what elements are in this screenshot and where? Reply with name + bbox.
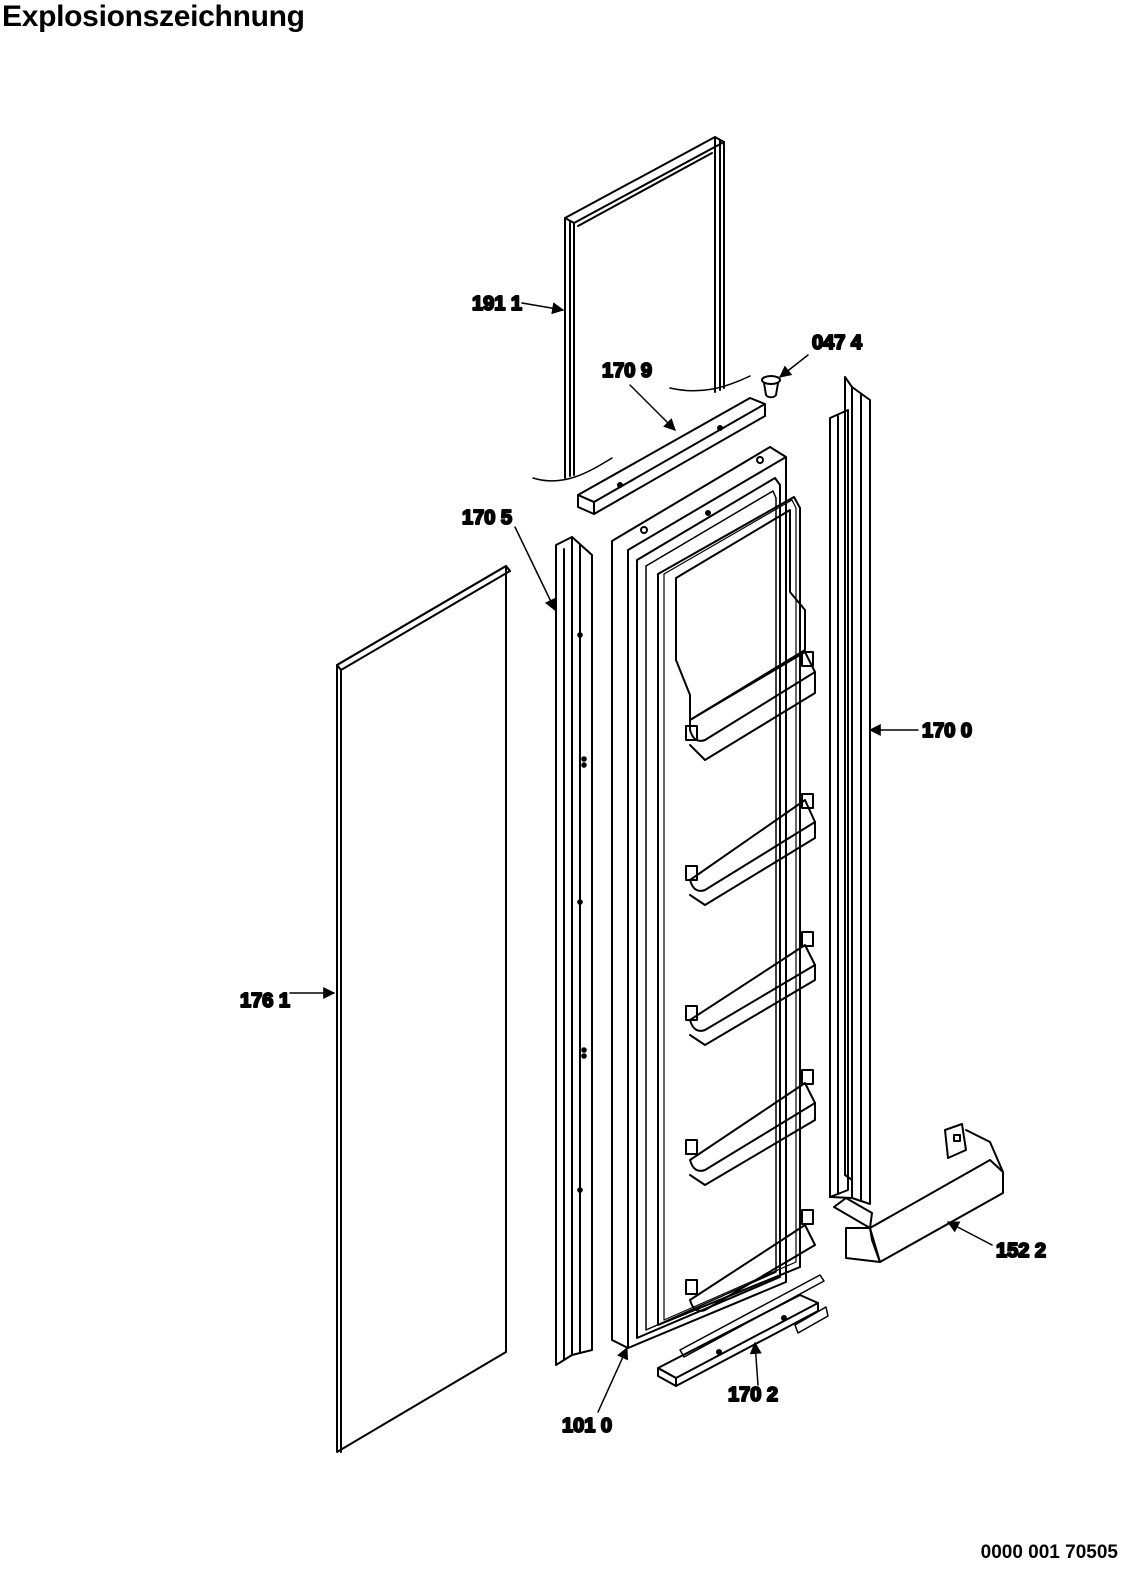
document-number: 0000 001 70505 [980, 1542, 1118, 1563]
label-170-0: 170 0 [922, 720, 972, 742]
part-170-0-side-profile [829, 376, 871, 1205]
part-176-1-front-panel [336, 565, 511, 1453]
part-101-0-door-liner [611, 446, 816, 1349]
label-101-0: 101 0 [562, 1415, 612, 1437]
label-170-9: 170 9 [602, 360, 652, 382]
part-170-9-top-strip [577, 397, 766, 515]
label-170-5: 170 5 [462, 507, 512, 529]
part-191-1-gasket [532, 136, 751, 482]
label-191-1: 191 1 [472, 293, 522, 315]
part-152-2-bottom-cover [833, 1123, 1004, 1263]
label-170-2: 170 2 [728, 1384, 778, 1406]
page-title: Explosionszeichnung [2, 0, 305, 33]
part-170-5-side-profile [555, 536, 593, 1366]
label-176-1: 176 1 [240, 990, 290, 1012]
part-047-4-cap [761, 375, 781, 399]
label-152-2: 152 2 [996, 1240, 1046, 1262]
label-047-4: 047 4 [812, 332, 863, 354]
leader-lines [289, 302, 993, 1413]
part-170-2-bottom-strip [657, 1274, 829, 1387]
